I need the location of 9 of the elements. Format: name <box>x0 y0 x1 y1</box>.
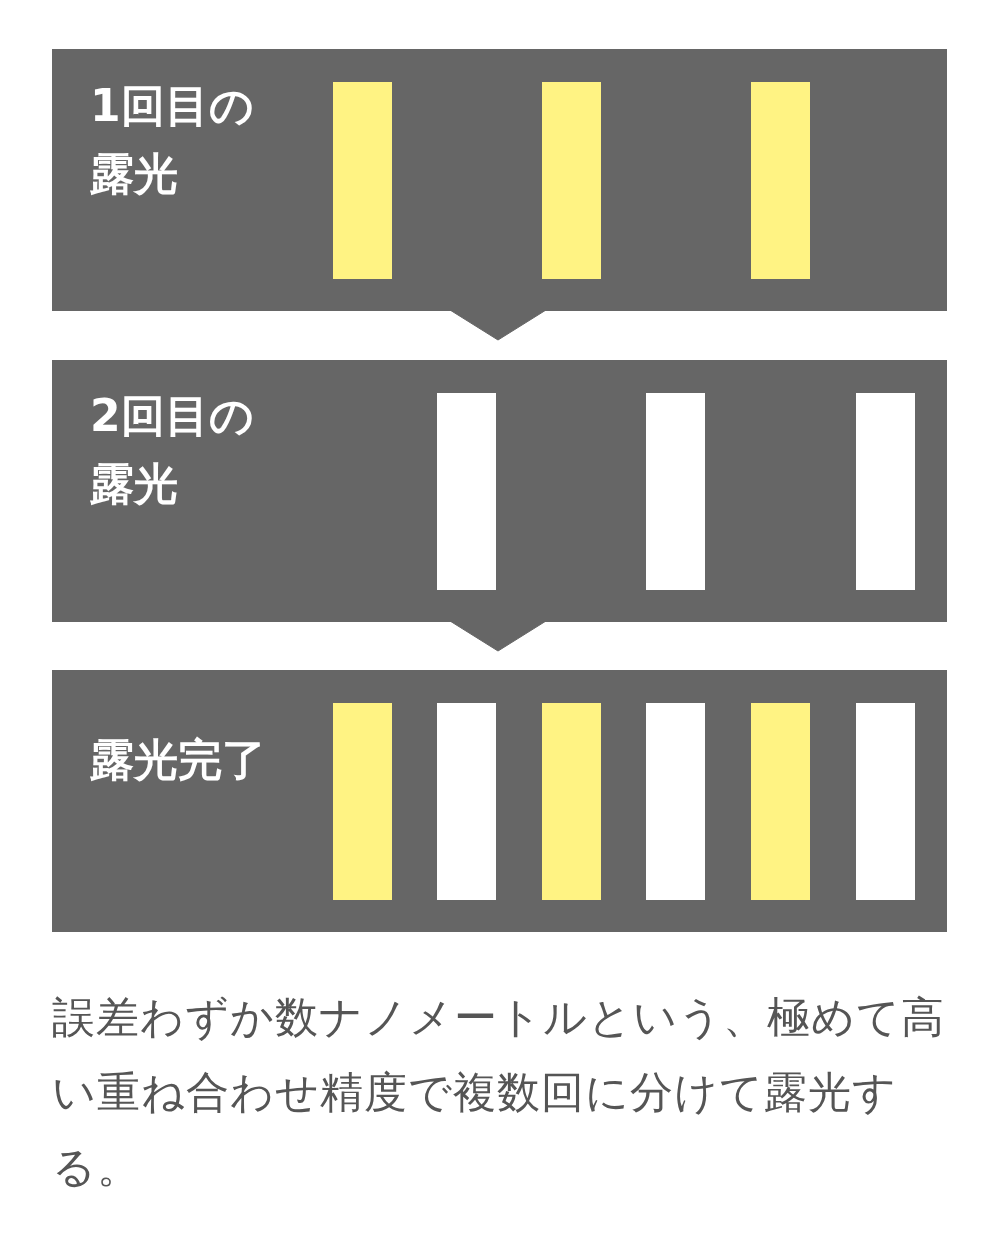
pointer-notch <box>449 309 547 341</box>
step-panel <box>52 49 947 311</box>
caption-text: 誤差わずか数ナノメートルという、極めて高い重ね合わせ精度で複数回に分けて露光する。 <box>52 991 946 1194</box>
step-panel <box>52 670 947 932</box>
step-panel <box>52 360 947 622</box>
step-label: 2回目の露光 <box>90 389 255 511</box>
pointer-notch <box>449 620 547 652</box>
step-label: 露光完了 <box>90 733 267 787</box>
step-label: 1回目の露光 <box>90 79 255 201</box>
